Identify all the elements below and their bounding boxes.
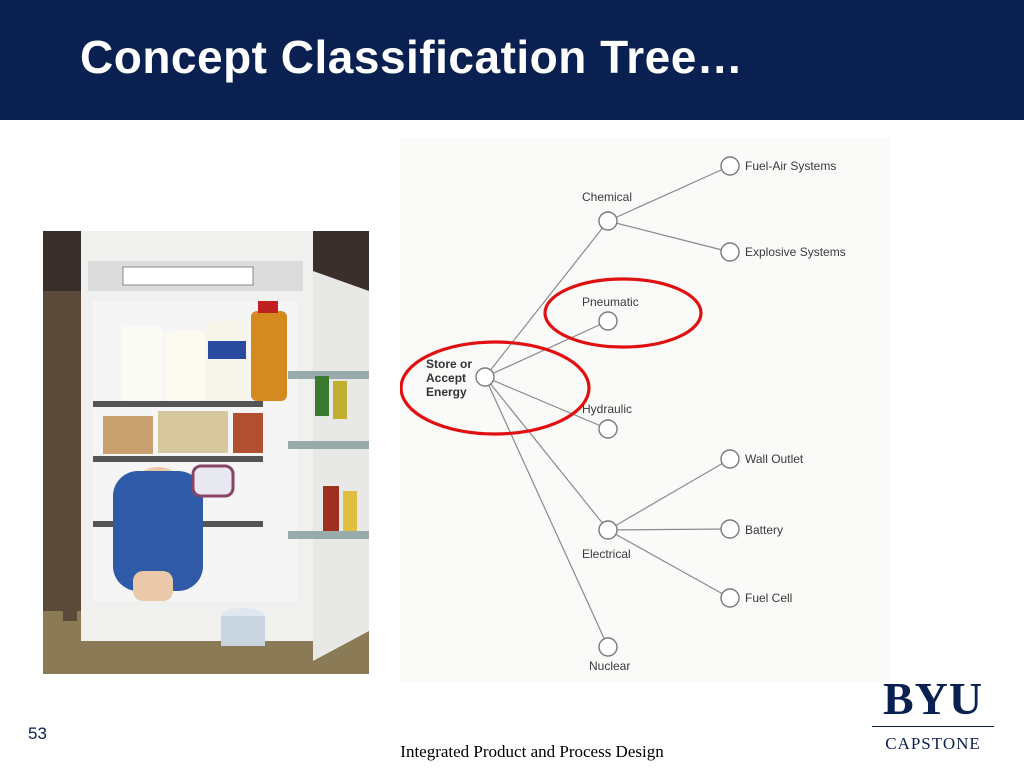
nuclear-node	[598, 637, 618, 657]
root-label-line-2: Accept	[426, 371, 466, 385]
refrigerator-photo	[43, 231, 369, 674]
battery-label: Battery	[745, 523, 783, 537]
footer-text: Integrated Product and Process Design	[400, 742, 664, 761]
electrical-label: Electrical	[582, 547, 631, 561]
capstone-wordmark: CAPSTONE	[885, 734, 981, 753]
electrical-node	[598, 520, 618, 540]
fuel-cell-label: Fuel Cell	[745, 591, 792, 605]
root-label-line-1: Store or	[426, 357, 472, 371]
slide-number: 53	[28, 724, 47, 743]
highlight-ellipse-pneumatic	[543, 277, 703, 349]
chemical-label: Chemical	[582, 190, 632, 204]
byu-wordmark: BYU	[882, 673, 984, 724]
root-label-line-3: Energy	[426, 385, 467, 399]
wall-outlet-label: Wall Outlet	[745, 452, 804, 466]
pneumatic-node	[598, 311, 618, 331]
classification-tree: Store or Accept Energy Chemical Pneumati…	[400, 138, 890, 683]
battery-node	[720, 519, 740, 539]
nuclear-label: Nuclear	[589, 659, 630, 673]
byu-capstone-logo: BYU CAPSTONE	[868, 676, 998, 756]
highlight-ellipse-root	[400, 340, 591, 436]
tree-connectors	[484, 165, 731, 648]
explosive-label: Explosive Systems	[745, 245, 846, 259]
pneumatic-label: Pneumatic	[582, 295, 639, 309]
slide-title: Concept Classification Tree…	[80, 31, 744, 83]
title-bar: Concept Classification Tree…	[0, 0, 1024, 120]
chemical-node	[598, 211, 618, 231]
hydraulic-label: Hydraulic	[582, 402, 632, 416]
fuel-air-label: Fuel-Air Systems	[745, 159, 836, 173]
fuel-air-node	[720, 156, 740, 176]
hydraulic-node	[598, 419, 618, 439]
wall-outlet-node	[720, 449, 740, 469]
explosive-node	[720, 242, 740, 262]
root-node	[475, 367, 495, 387]
logo-divider	[872, 726, 994, 727]
fuel-cell-node	[720, 588, 740, 608]
